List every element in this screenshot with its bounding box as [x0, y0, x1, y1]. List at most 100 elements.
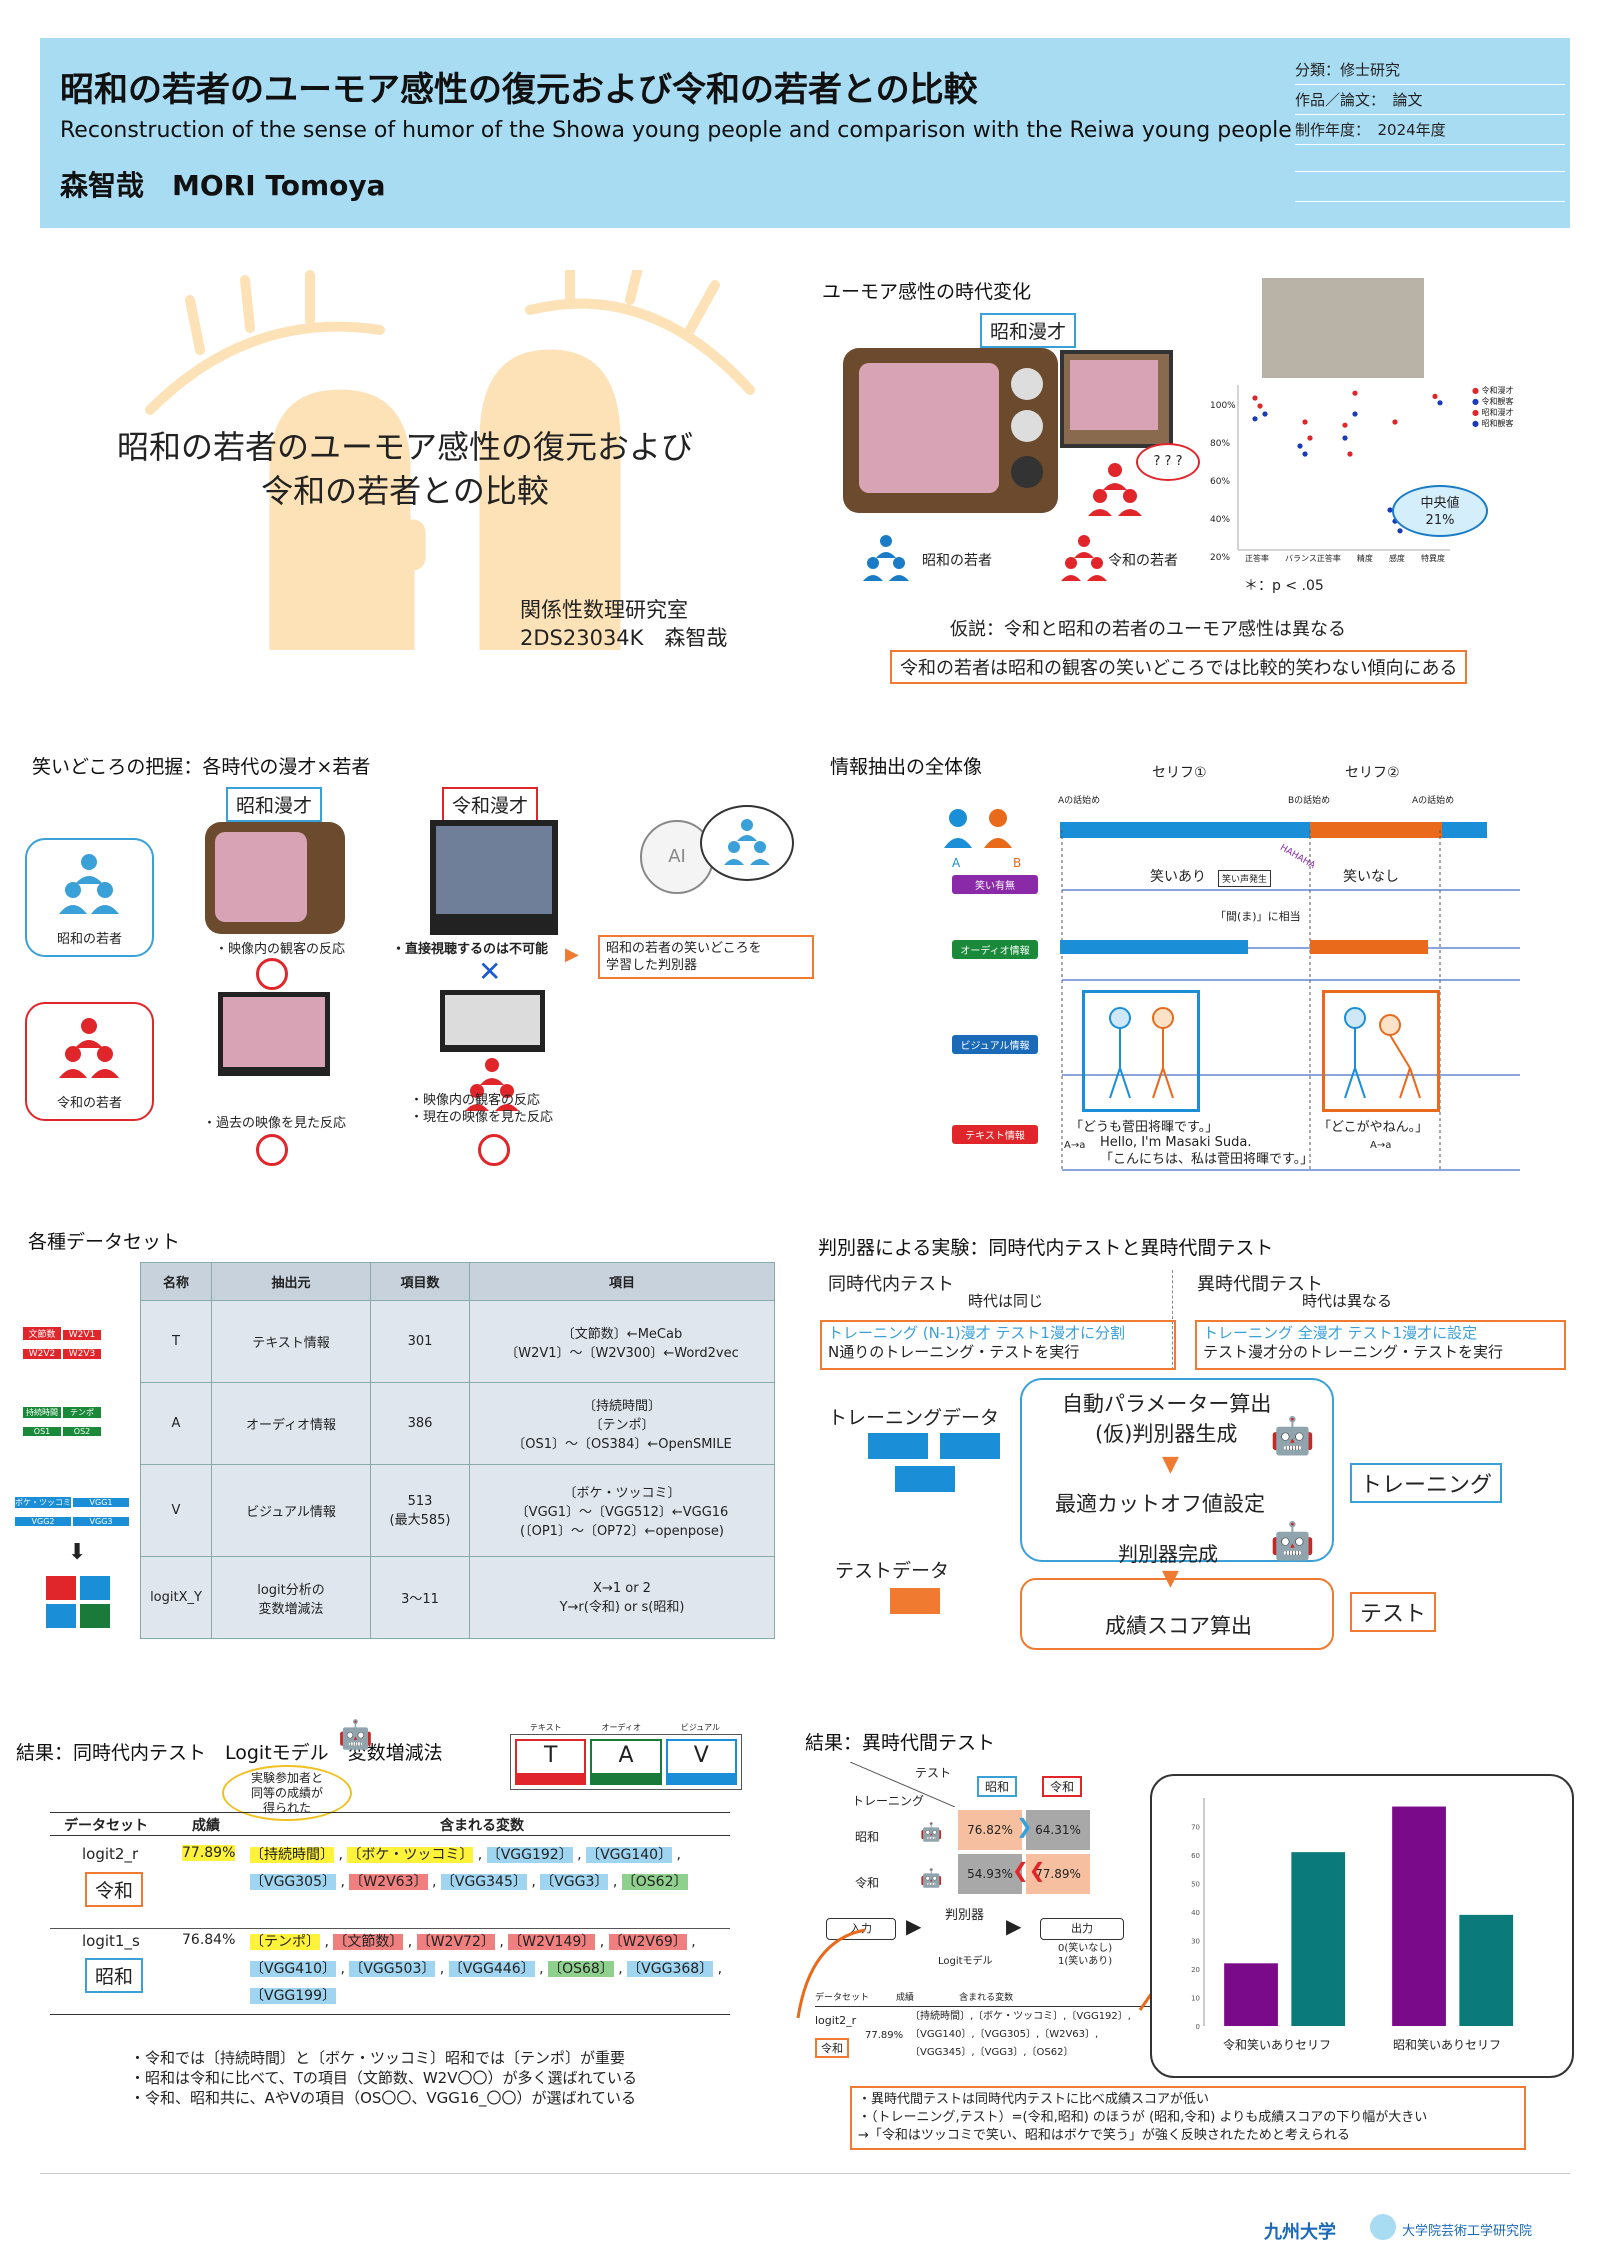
robot-icon-3: 🤖	[338, 1718, 373, 1751]
title-en: Reconstruction of the sense of humor of …	[60, 118, 1292, 143]
cross-table: テスト トレーニング 昭和 令和 昭和 令和 76.82% 64.31% 54.…	[850, 1762, 1090, 1894]
row-audio: オーディオ情報	[952, 940, 1038, 959]
variable-chip: 〔W2V69〕	[608, 1934, 687, 1950]
scatter-point	[1397, 528, 1403, 534]
showa-youth-card: 昭和の若者	[25, 838, 154, 957]
train-doc-1	[868, 1433, 928, 1459]
down-triangle-1: ▼	[1162, 1452, 1179, 1477]
extract-guides	[1061, 830, 1520, 1171]
grasp-tv-past	[218, 992, 330, 1076]
test-box	[1020, 1578, 1334, 1650]
hero-title: 昭和の若者のユーモア感性の復元および 令和の若者との比較	[116, 428, 693, 510]
mini-name: logit2_r	[815, 2014, 857, 2027]
laugh-yes: 笑いあり	[1150, 869, 1206, 885]
ma-label: 「間(ま)」に相当	[1215, 910, 1301, 923]
chevron-right-icon: ❯	[1016, 1814, 1033, 1838]
scatter-point	[1437, 400, 1443, 406]
circle-mark-2	[256, 1134, 288, 1166]
manzai-duo-icon-2	[1344, 1007, 1421, 1099]
speaker-ab-icon	[944, 809, 1012, 848]
section-result2: 結果：異時代間テスト	[805, 1732, 996, 1754]
label-b: B	[1013, 856, 1022, 870]
scatter-point	[1432, 393, 1438, 399]
showa-youth-small-icon	[724, 819, 770, 865]
result-bubble: 実験参加者と 同等の成績が 得られた	[222, 1765, 352, 1821]
row-divider	[50, 1928, 730, 1929]
thought-bubble	[700, 805, 794, 881]
quote-translations: Hello, I'm Masaki Suda. 「こんにちは、私は菅田将暉です。…	[1100, 1135, 1314, 1167]
training-box	[1020, 1378, 1334, 1562]
variable-chip: 〔VGG345〕	[440, 1874, 527, 1890]
translate-icon-1: A→a	[1064, 1140, 1086, 1151]
variable-chip: 〔ボケ・ツッコミ〕	[347, 1847, 474, 1863]
visual-frame-a	[1082, 990, 1200, 1112]
showa-youth-icon	[863, 535, 909, 581]
y-tick-label: 60	[1191, 1852, 1200, 1860]
a-start: Aの話始め	[1058, 796, 1101, 806]
manzai-duo-icon	[1109, 1007, 1174, 1099]
score-calc: 成績スコア算出	[1105, 1614, 1252, 1638]
y-tick-label: 70	[1191, 1824, 1200, 1832]
bar	[1224, 1963, 1278, 2026]
scatter-point	[1347, 451, 1353, 457]
variable-chip: 〔文節数〕	[333, 1934, 404, 1950]
variable-chip: 〔VGG446〕	[448, 1961, 535, 1977]
row-text: テキスト情報	[952, 1125, 1038, 1144]
diff-era: 異時代間テスト	[1197, 1274, 1323, 1295]
result1-header: データセット 成績 含まれる変数	[50, 1812, 730, 1836]
test-doc	[890, 1588, 940, 1614]
test-data-label: テストデータ	[835, 1560, 950, 1582]
variable-chip: 〔VGG3〕	[540, 1874, 609, 1890]
hero-illustration	[145, 270, 755, 650]
question-bubble: ? ? ?	[1136, 443, 1200, 481]
y-tick-label: 40	[1191, 1909, 1200, 1917]
result2-notes: ・異時代間テストは同時代内テストに比べ成績スコアが低い ・（トレーニング,テスト…	[850, 2086, 1526, 2150]
connector-arrow	[796, 1928, 1177, 2019]
circle-mark-3	[478, 1134, 510, 1166]
cell-rs: 54.93%	[958, 1854, 1022, 1894]
scatter-point	[1392, 419, 1398, 425]
robot-icon-2: 🤖	[1270, 1521, 1315, 1562]
finding-box: 令和の若者は昭和の観客の笑いどころでは比較的笑わない傾向にある	[890, 650, 1468, 684]
reiwa-audience-small	[465, 1058, 519, 1111]
translate-icon-2: A→a	[1370, 1140, 1392, 1151]
mini-era: 令和	[815, 2038, 849, 2058]
grasp-tv-now	[440, 990, 545, 1052]
laugh-no: 笑いなし	[1343, 869, 1399, 885]
audio-a	[1060, 940, 1248, 954]
train-tag: トレーニング	[1350, 1463, 1503, 1503]
showa-youth-label: 昭和の若者	[922, 553, 992, 569]
variable-chip: 〔VGG199〕	[250, 1988, 336, 2004]
row1-era: 令和	[85, 1872, 144, 1907]
section-result1: 結果：同時代内テスト Logitモデル 変数増減法	[16, 1742, 443, 1764]
row1-score: 77.89%	[182, 1845, 236, 1861]
legend-small-labels: テキストオーディオビジュアル	[529, 1723, 721, 1732]
judge-done: 判別器完成	[1118, 1542, 1218, 1566]
variable-chip: 〔W2V72〕	[416, 1934, 495, 1950]
serif2-label: セリフ②	[1345, 765, 1400, 781]
scatter-xticks: 正答率バランス正答率精度感度特異度	[1245, 554, 1445, 563]
grasp-note2: ・直接視聴するのは不可能	[392, 942, 549, 957]
flow-judge: 判別器	[945, 1908, 985, 1923]
row1-vars: 〔持続時間〕 , 〔ボケ・ツッコミ〕 , 〔VGG192〕 , 〔VGG140〕…	[250, 1847, 688, 1890]
variable-chip: 〔VGG410〕	[250, 1961, 336, 1977]
section-extract: 情報抽出の全体像	[830, 756, 983, 778]
variable-chip: 〔W2V63〕	[349, 1874, 428, 1890]
variable-chip: 〔OS62〕	[621, 1874, 688, 1890]
scatter-point	[1302, 419, 1308, 425]
bar	[1459, 1914, 1514, 2026]
same-era-sub: 時代は同じ	[968, 1292, 1044, 1310]
footer-school: 大学院芸術工学研究院	[1402, 2224, 1533, 2239]
variable-chip: 〔OS68〕	[548, 1961, 614, 1977]
humor-scatter-chart	[1237, 385, 1450, 551]
test-tag: テスト	[1350, 1592, 1437, 1632]
circle-mark-1	[256, 958, 288, 990]
school-logo-icon	[1370, 2214, 1396, 2240]
grasp-note1: ・映像内の観客の反応	[215, 942, 346, 957]
mini-score: 77.89%	[865, 2030, 904, 2041]
bar	[1291, 1852, 1346, 2026]
